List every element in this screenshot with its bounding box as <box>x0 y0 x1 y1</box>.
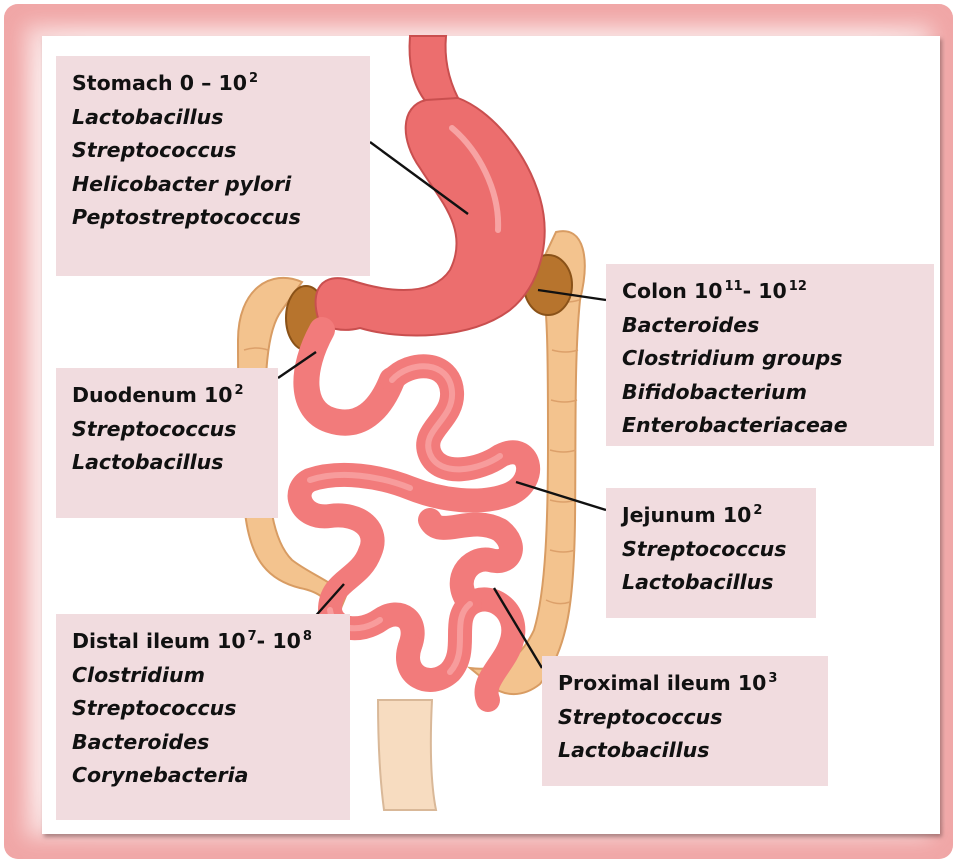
colon-exponent-2: 12 <box>789 279 807 294</box>
duodenum-exponent: 2 <box>235 383 244 398</box>
organism-name: Lactobacillus <box>558 734 814 768</box>
organism-name: Enterobacteriaceae <box>622 409 920 443</box>
organism-name: Streptococcus <box>72 134 356 168</box>
proximal-ileum-exponent: 3 <box>768 671 777 686</box>
distal-ileum-exponent-2: 8 <box>303 629 312 644</box>
organism-name: Streptococcus <box>72 413 264 447</box>
distal-ileum-exponent: 7 <box>248 629 257 644</box>
organism-name: Clostridium <box>72 659 336 693</box>
organism-name: Streptococcus <box>558 701 814 735</box>
organism-name: Lactobacillus <box>72 446 264 480</box>
organism-name: Lactobacillus <box>622 566 802 600</box>
rectum <box>378 700 436 810</box>
duodenum-shape <box>306 330 392 423</box>
organism-name: Lactobacillus <box>72 101 356 135</box>
jejunum-exponent: 2 <box>753 503 762 518</box>
organism-name: Clostridium groups <box>622 342 920 376</box>
organism-name: Streptococcus <box>622 533 802 567</box>
esophagus <box>410 36 458 102</box>
organism-name: Corynebacteria <box>72 759 336 793</box>
organism-name: Bacteroides <box>622 309 920 343</box>
organism-name: Helicobacter pylori <box>72 168 356 202</box>
colon-exponent: 11 <box>725 279 743 294</box>
stomach-exponent: 2 <box>249 71 258 86</box>
organism-name: Bifidobacterium <box>622 376 920 410</box>
organism-name: Peptostreptococcus <box>72 201 356 235</box>
organism-name: Bacteroides <box>72 726 336 760</box>
organism-name: Streptococcus <box>72 692 336 726</box>
